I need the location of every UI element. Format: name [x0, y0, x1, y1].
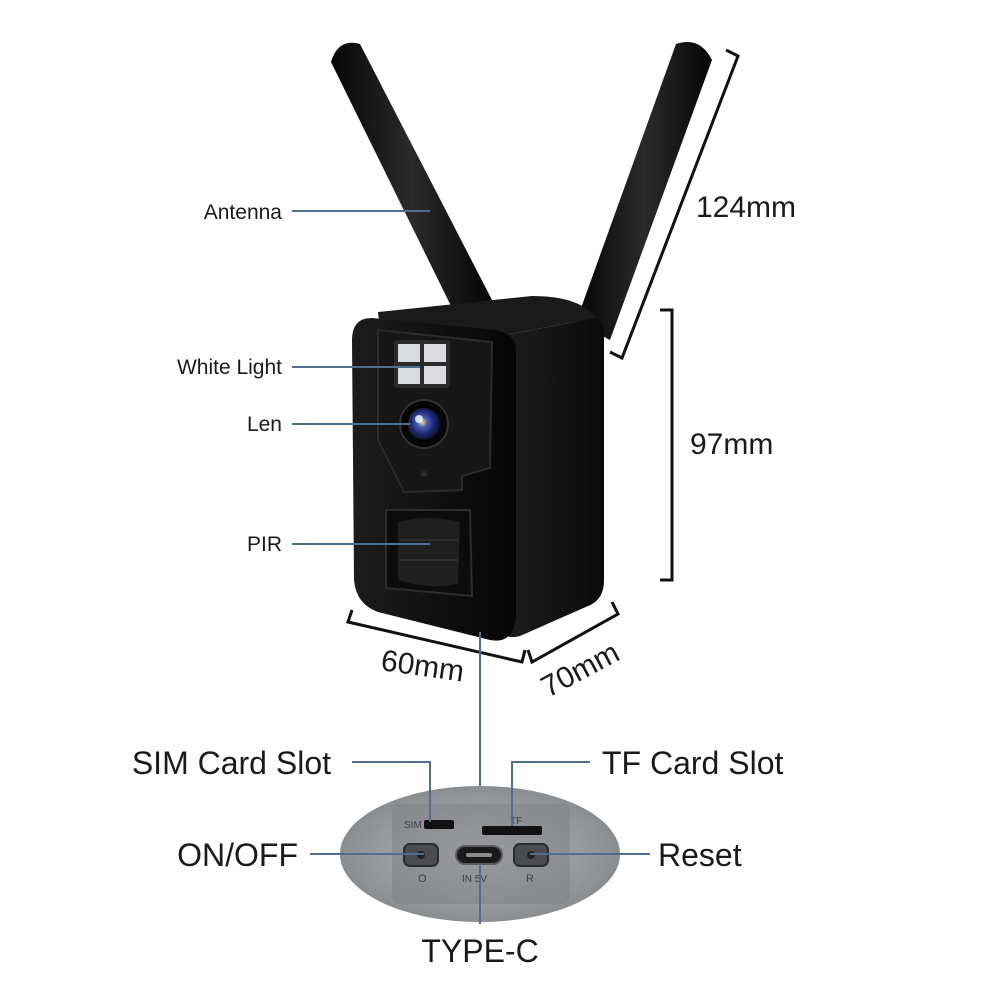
leader-tf: [511, 761, 590, 826]
dim-depth: 70mm: [536, 636, 625, 704]
dim-antenna-length: 124mm: [696, 191, 796, 224]
sim-card-slot[interactable]: [424, 820, 454, 829]
leader-lines: [292, 210, 650, 924]
label-sim-card-slot: SIM Card Slot: [132, 745, 331, 781]
port-panel: SIM TF O IN 5V R: [340, 786, 620, 922]
white-light-leds: [394, 340, 450, 388]
width-bracket: [346, 609, 527, 664]
reset-marking: R: [526, 873, 534, 885]
label-tf-card-slot: TF Card Slot: [602, 745, 783, 781]
leader-sim: [352, 761, 431, 822]
label-pir: PIR: [247, 533, 282, 556]
sim-marking: SIM: [404, 820, 422, 831]
pir-sensor: [385, 509, 474, 598]
label-on-off: ON/OFF: [177, 837, 298, 873]
antenna-length-bracket: [609, 48, 740, 361]
usb-marking: IN 5V: [462, 874, 487, 885]
dim-body-height: 97mm: [690, 428, 773, 461]
left-antenna: [331, 42, 492, 309]
depth-bracket: [526, 601, 620, 665]
label-type-c: TYPE-C: [421, 933, 538, 969]
label-antenna: Antenna: [204, 201, 283, 224]
tf-card-slot[interactable]: [482, 826, 542, 835]
power-marking: O: [418, 873, 427, 885]
camera-lens: [399, 399, 449, 449]
body-height-bracket: [660, 308, 674, 582]
label-len: Len: [247, 413, 282, 436]
housing-side: [500, 318, 604, 638]
label-reset: Reset: [658, 837, 742, 873]
camera-device: [331, 42, 712, 641]
label-white-light: White Light: [177, 356, 282, 379]
right-antenna: [576, 42, 712, 340]
callout-labels: Antenna White Light Len PIR SIM Card Slo…: [132, 201, 784, 969]
dimension-lines: [346, 48, 740, 665]
dim-width: 60mm: [379, 644, 466, 688]
tf-marking: TF: [510, 816, 522, 827]
